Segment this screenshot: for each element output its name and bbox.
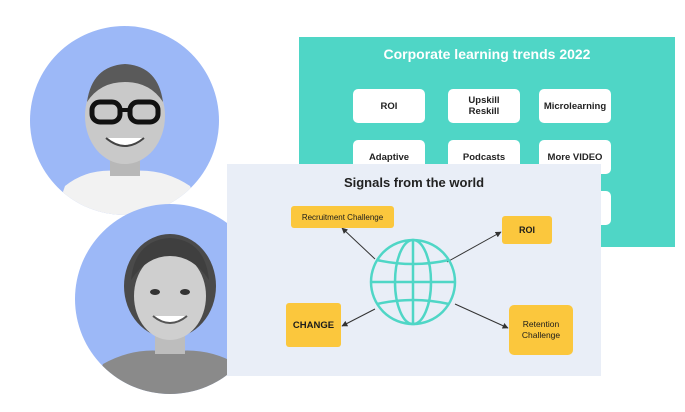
- avatar-man: [30, 26, 219, 215]
- signals-panel: Signals from the world Recruitment Chall…: [227, 164, 601, 376]
- box-retention-challenge: Retention Challenge: [509, 305, 573, 355]
- arrow-roi: [446, 231, 502, 263]
- box-recruitment-challenge: Recruitment Challenge: [291, 206, 394, 228]
- globe-icon: [369, 238, 457, 326]
- tile-microlearning: Microlearning: [539, 89, 611, 123]
- signals-title: Signals from the world: [343, 175, 485, 190]
- box-roi: ROI: [502, 216, 552, 244]
- arrow-change: [341, 308, 376, 327]
- signals-diagram: [341, 227, 509, 329]
- box-change: CHANGE: [286, 303, 341, 347]
- arrow-recruitment: [341, 227, 376, 260]
- tile-roi: ROI: [353, 89, 425, 123]
- tile-upskill-reskill: Upskill Reskill: [448, 89, 520, 123]
- arrow-retention: [454, 303, 509, 329]
- trends-title: Corporate learning trends 2022: [383, 46, 591, 62]
